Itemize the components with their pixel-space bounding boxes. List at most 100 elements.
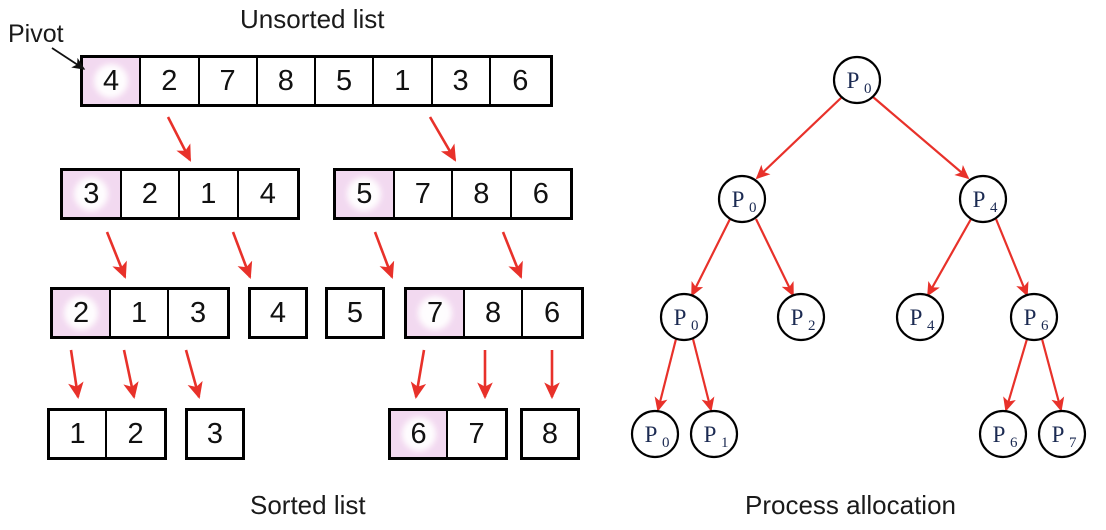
split-arrow: [373, 231, 395, 279]
list-row-2-right: 5 7 8 6: [333, 168, 573, 220]
list-cell: 8: [465, 290, 524, 336]
tree-node-l3-2: P 4: [895, 292, 945, 342]
tree-node-subscript: 6: [1041, 318, 1049, 334]
tree-node-subscript: 1: [721, 435, 729, 451]
list-cell: 4: [251, 290, 305, 336]
list-cell: 1: [374, 58, 433, 104]
tree-edges: [654, 96, 1065, 412]
split-arrow: [231, 231, 253, 279]
split-arrows-level-1: [166, 116, 457, 162]
list-cell: 7: [199, 58, 258, 104]
tree-node-label: P: [847, 68, 860, 93]
list-cell: 7: [407, 290, 466, 336]
list-cell: 4: [83, 58, 142, 104]
list-cell: 8: [453, 171, 512, 217]
list-cell: 7: [394, 171, 454, 217]
split-arrow: [166, 116, 192, 162]
tree-node-subscript: 0: [864, 81, 872, 97]
list-cell: 2: [141, 58, 200, 104]
list-cell: 4: [238, 171, 298, 217]
list-cell: 2: [121, 171, 181, 217]
unsorted-list-caption: Unsorted list: [240, 4, 385, 34]
tree-node-l4-2: P 6: [978, 409, 1028, 459]
tree-node-label: P: [645, 422, 658, 447]
tree-node-l4-1: P 1: [689, 409, 739, 459]
list-cell: 3: [432, 58, 491, 104]
list-row-4-group-3: 6 7: [388, 408, 508, 460]
list-cell: 3: [169, 290, 227, 336]
tree-node-label: P: [732, 187, 745, 212]
pivot-label: Pivot: [8, 20, 64, 48]
tree-edge: [872, 96, 970, 180]
split-arrow: [428, 116, 457, 162]
list-cell: 3: [63, 171, 122, 217]
tree-edge: [755, 218, 794, 297]
list-row-2-left: 3 2 1 4: [60, 168, 300, 220]
tree-edge: [691, 338, 715, 412]
tree-node-label: P: [1024, 305, 1037, 330]
tree-node-l4-3: P 7: [1037, 409, 1087, 459]
list-cell: 5: [316, 58, 375, 104]
list-cell: 3: [188, 411, 242, 457]
list-cell: 5: [328, 290, 382, 336]
list-cell: 7: [448, 411, 505, 457]
split-arrow: [184, 349, 203, 400]
list-row-4-group-1: 1 2: [47, 408, 167, 460]
tree-node-l2-0: P 0: [717, 174, 767, 224]
tree-node-label: P: [704, 422, 717, 447]
tree-edge: [654, 338, 678, 412]
list-cell: 1: [180, 171, 239, 217]
tree-node-label: P: [993, 422, 1006, 447]
list-cell: 2: [53, 290, 112, 336]
split-arrow: [105, 231, 127, 279]
list-cell: 5: [336, 171, 395, 217]
tree-node-l4-0: P 0: [630, 409, 680, 459]
tree-node-subscript: 0: [749, 200, 757, 216]
tree-node-label: P: [973, 187, 986, 212]
tree-node-l3-0: P 0: [659, 292, 709, 342]
split-arrow: [501, 231, 523, 279]
list-row-3-group-3: 5: [325, 287, 385, 339]
list-cell: 6: [511, 171, 571, 217]
tree-node-label: P: [1052, 422, 1065, 447]
tree-node-subscript: 7: [1069, 435, 1077, 451]
tree-edge: [1003, 338, 1029, 412]
tree-edge: [994, 218, 1029, 297]
list-row-3-group-2: 4: [248, 287, 308, 339]
split-arrows-level-2: [105, 231, 523, 279]
tree-node-l3-1: P 2: [776, 292, 826, 342]
tree-node-l1-0: P 0: [832, 55, 882, 105]
tree-node-l2-1: P 4: [958, 174, 1008, 224]
tree-node-label: P: [791, 305, 804, 330]
split-arrow: [122, 349, 139, 400]
list-row-1: 4 2 7 8 5 1 3 6: [80, 55, 553, 107]
list-row-3-group-4: 7 8 6: [404, 287, 584, 339]
list-cell: 6: [523, 290, 581, 336]
tree-node-subscript: 4: [990, 200, 998, 216]
tree-node-subscript: 0: [662, 435, 670, 451]
tree-edge: [755, 96, 843, 180]
tree-node-subscript: 6: [1010, 435, 1018, 451]
sorted-list-caption: Sorted list: [250, 490, 366, 520]
tree-node-subscript: 2: [808, 318, 816, 334]
list-cell: 1: [50, 411, 108, 457]
tree-node-label: P: [674, 305, 687, 330]
split-arrows-level-3: [68, 349, 560, 400]
tree-node-subscript: 0: [691, 318, 699, 334]
list-cell: 8: [257, 58, 316, 104]
split-arrow: [410, 349, 427, 400]
list-cell: 6: [490, 58, 550, 104]
tree-edge: [1040, 338, 1065, 412]
tree-node-subscript: 4: [927, 318, 935, 334]
list-row-4-group-2: 3: [185, 408, 245, 460]
list-cell: 8: [523, 411, 577, 457]
process-allocation-caption: Process allocation: [745, 490, 956, 520]
list-row-4-group-4: 8: [520, 408, 580, 460]
list-cell: 1: [111, 290, 170, 336]
tree-node-l3-3: P 6: [1009, 292, 1059, 342]
tree-edge: [691, 218, 731, 297]
split-arrow: [68, 349, 84, 400]
tree-node-label: P: [910, 305, 923, 330]
list-row-3-group-1: 2 1 3: [50, 287, 230, 339]
